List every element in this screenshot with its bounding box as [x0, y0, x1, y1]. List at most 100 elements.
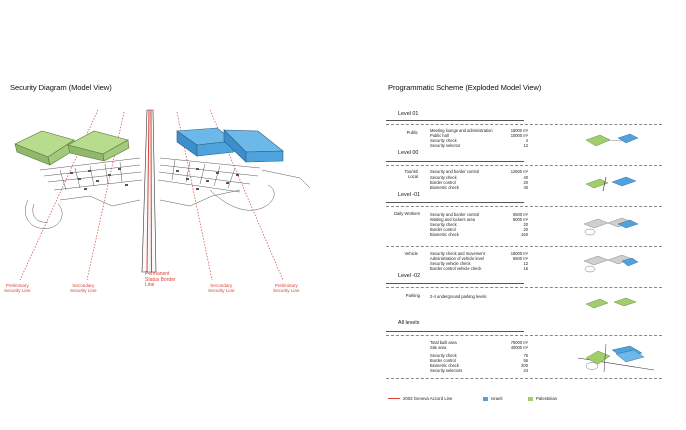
level-00-thumbnail [585, 176, 637, 192]
legend-label: Palestinian [536, 396, 558, 401]
parking-description: 2-4 underground parking levels [430, 294, 487, 299]
zone-public: Public [406, 130, 418, 135]
program-item: Security check [430, 222, 457, 227]
vehicle-thumbnail [583, 254, 639, 273]
legend-accord-line: 2003 Geneva Accord Line [388, 396, 452, 401]
program-item: Security check [430, 175, 457, 180]
program-value: 16 [523, 266, 528, 271]
total-value: 40000 m² [510, 345, 528, 350]
program-value: 20 [523, 227, 528, 232]
program-value: 6500 m² [512, 212, 528, 217]
program-item: Public hall [430, 133, 449, 138]
israeli-buildings [176, 127, 284, 163]
parking-thumbnail [585, 297, 637, 309]
section-divider [386, 378, 662, 379]
permanent-border-line [141, 109, 157, 273]
total-item: Site area [430, 345, 447, 350]
level-rule [386, 202, 524, 203]
program-value: 160 [521, 232, 528, 237]
legend-palestinian: Palestinian [528, 396, 557, 401]
program-item: Waiting and lockers area [430, 217, 475, 222]
total-item: Security check [430, 353, 457, 358]
program-value: 15000 m² [510, 128, 528, 133]
program-item: Security check and movement [430, 251, 485, 256]
label-line: Preliminary [274, 283, 298, 288]
level-01-thumbnail [585, 133, 639, 147]
program-item: Meeting lounge and administration [430, 128, 493, 133]
zone-line: Local [407, 173, 418, 179]
total-item: Total built area [430, 340, 457, 345]
total-value: 76 [523, 353, 528, 358]
zone-vehicle: Vehicle [404, 251, 418, 256]
section-divider [386, 206, 662, 207]
security-check-blocks [70, 168, 239, 190]
program-item: Security check [430, 138, 457, 143]
red-line-swatch [388, 398, 400, 400]
label-line: Permanent [145, 271, 170, 277]
program-item: Administration of vehicle level [430, 256, 484, 261]
program-value: 12600 m² [510, 169, 528, 174]
preliminary-security-line-label: Preliminary Security Line [4, 283, 31, 293]
program-item: Border control vehicle check [430, 266, 482, 271]
label-line: Secondary [210, 283, 233, 288]
program-item: Border control [430, 227, 456, 232]
section-divider [386, 124, 662, 125]
zone-daily-workers: Daily Workers [394, 211, 420, 216]
program-value: 40 [523, 175, 528, 180]
program-value: 18000 m² [510, 251, 528, 256]
legend-label: 2003 Geneva Accord Line [403, 396, 453, 401]
program-value: 20 [523, 222, 528, 227]
level-minus-02-heading: Level -02 [398, 273, 421, 279]
program-value: 10000 m² [510, 133, 528, 138]
total-value: 56 [523, 358, 528, 363]
all-levels-heading: All levels [398, 320, 420, 326]
legend-israeli: Israeli [483, 396, 502, 401]
program-item: Biometric check [430, 232, 459, 237]
program-value: 12 [523, 143, 528, 148]
zone-tourist-local: Tourist/ Local [388, 169, 419, 180]
program-item: Security and border control [430, 169, 480, 174]
program-value: 12 [523, 261, 528, 266]
program-value: 4 [525, 138, 528, 143]
security-zones-wireframe [25, 157, 311, 229]
zone-parking: Parking [405, 293, 420, 298]
program-value: 6500 m² [512, 256, 528, 261]
left-diagram-title: Security Diagram (Model View) [10, 83, 112, 92]
label-line: Security Line [273, 288, 300, 294]
israeli-swatch [483, 396, 488, 401]
palestinian-swatch [528, 396, 533, 401]
section-divider [386, 335, 662, 336]
program-item: Biometric check [430, 185, 459, 190]
total-value: 75000 m² [510, 340, 528, 345]
section-divider [386, 287, 662, 288]
program-value: 5000 m² [512, 217, 528, 222]
label-line: Preliminary [5, 283, 29, 288]
palestinian-buildings [14, 130, 130, 166]
program-item: Security vehicle check [430, 261, 471, 266]
section-divider [386, 165, 662, 166]
level-rule [386, 120, 524, 121]
right-diagram-title: Programmatic Scheme (Exploded Model View… [388, 83, 542, 92]
program-item: Security selector [430, 143, 461, 148]
total-value: 200 [521, 363, 528, 368]
program-value: 20 [523, 180, 528, 185]
permanent-border-line-label: Permanent Status Border Line [145, 271, 176, 289]
total-value: 24 [523, 368, 528, 373]
total-item: Biometric check [430, 363, 459, 368]
preliminary-security-line-label-right: Preliminary Security Line [273, 283, 300, 293]
program-item: Border control [430, 180, 456, 185]
total-item: Security selectors [430, 368, 463, 373]
level-00-heading: Level 00 [398, 150, 419, 156]
secondary-security-line-label-right: Secondary Security Line [208, 283, 235, 293]
program-value: 40 [523, 185, 528, 190]
level-rule [386, 283, 524, 284]
label-line: Secondary [72, 283, 95, 288]
label-line: Line [145, 282, 155, 289]
section-divider [386, 246, 662, 247]
level-rule [386, 331, 524, 332]
label-line: Security Line [70, 288, 97, 294]
total-item: Border control [430, 358, 456, 363]
all-levels-thumbnail [577, 343, 655, 373]
level-01-heading: Level 01 [398, 111, 419, 117]
daily-workers-thumbnail [583, 217, 639, 236]
